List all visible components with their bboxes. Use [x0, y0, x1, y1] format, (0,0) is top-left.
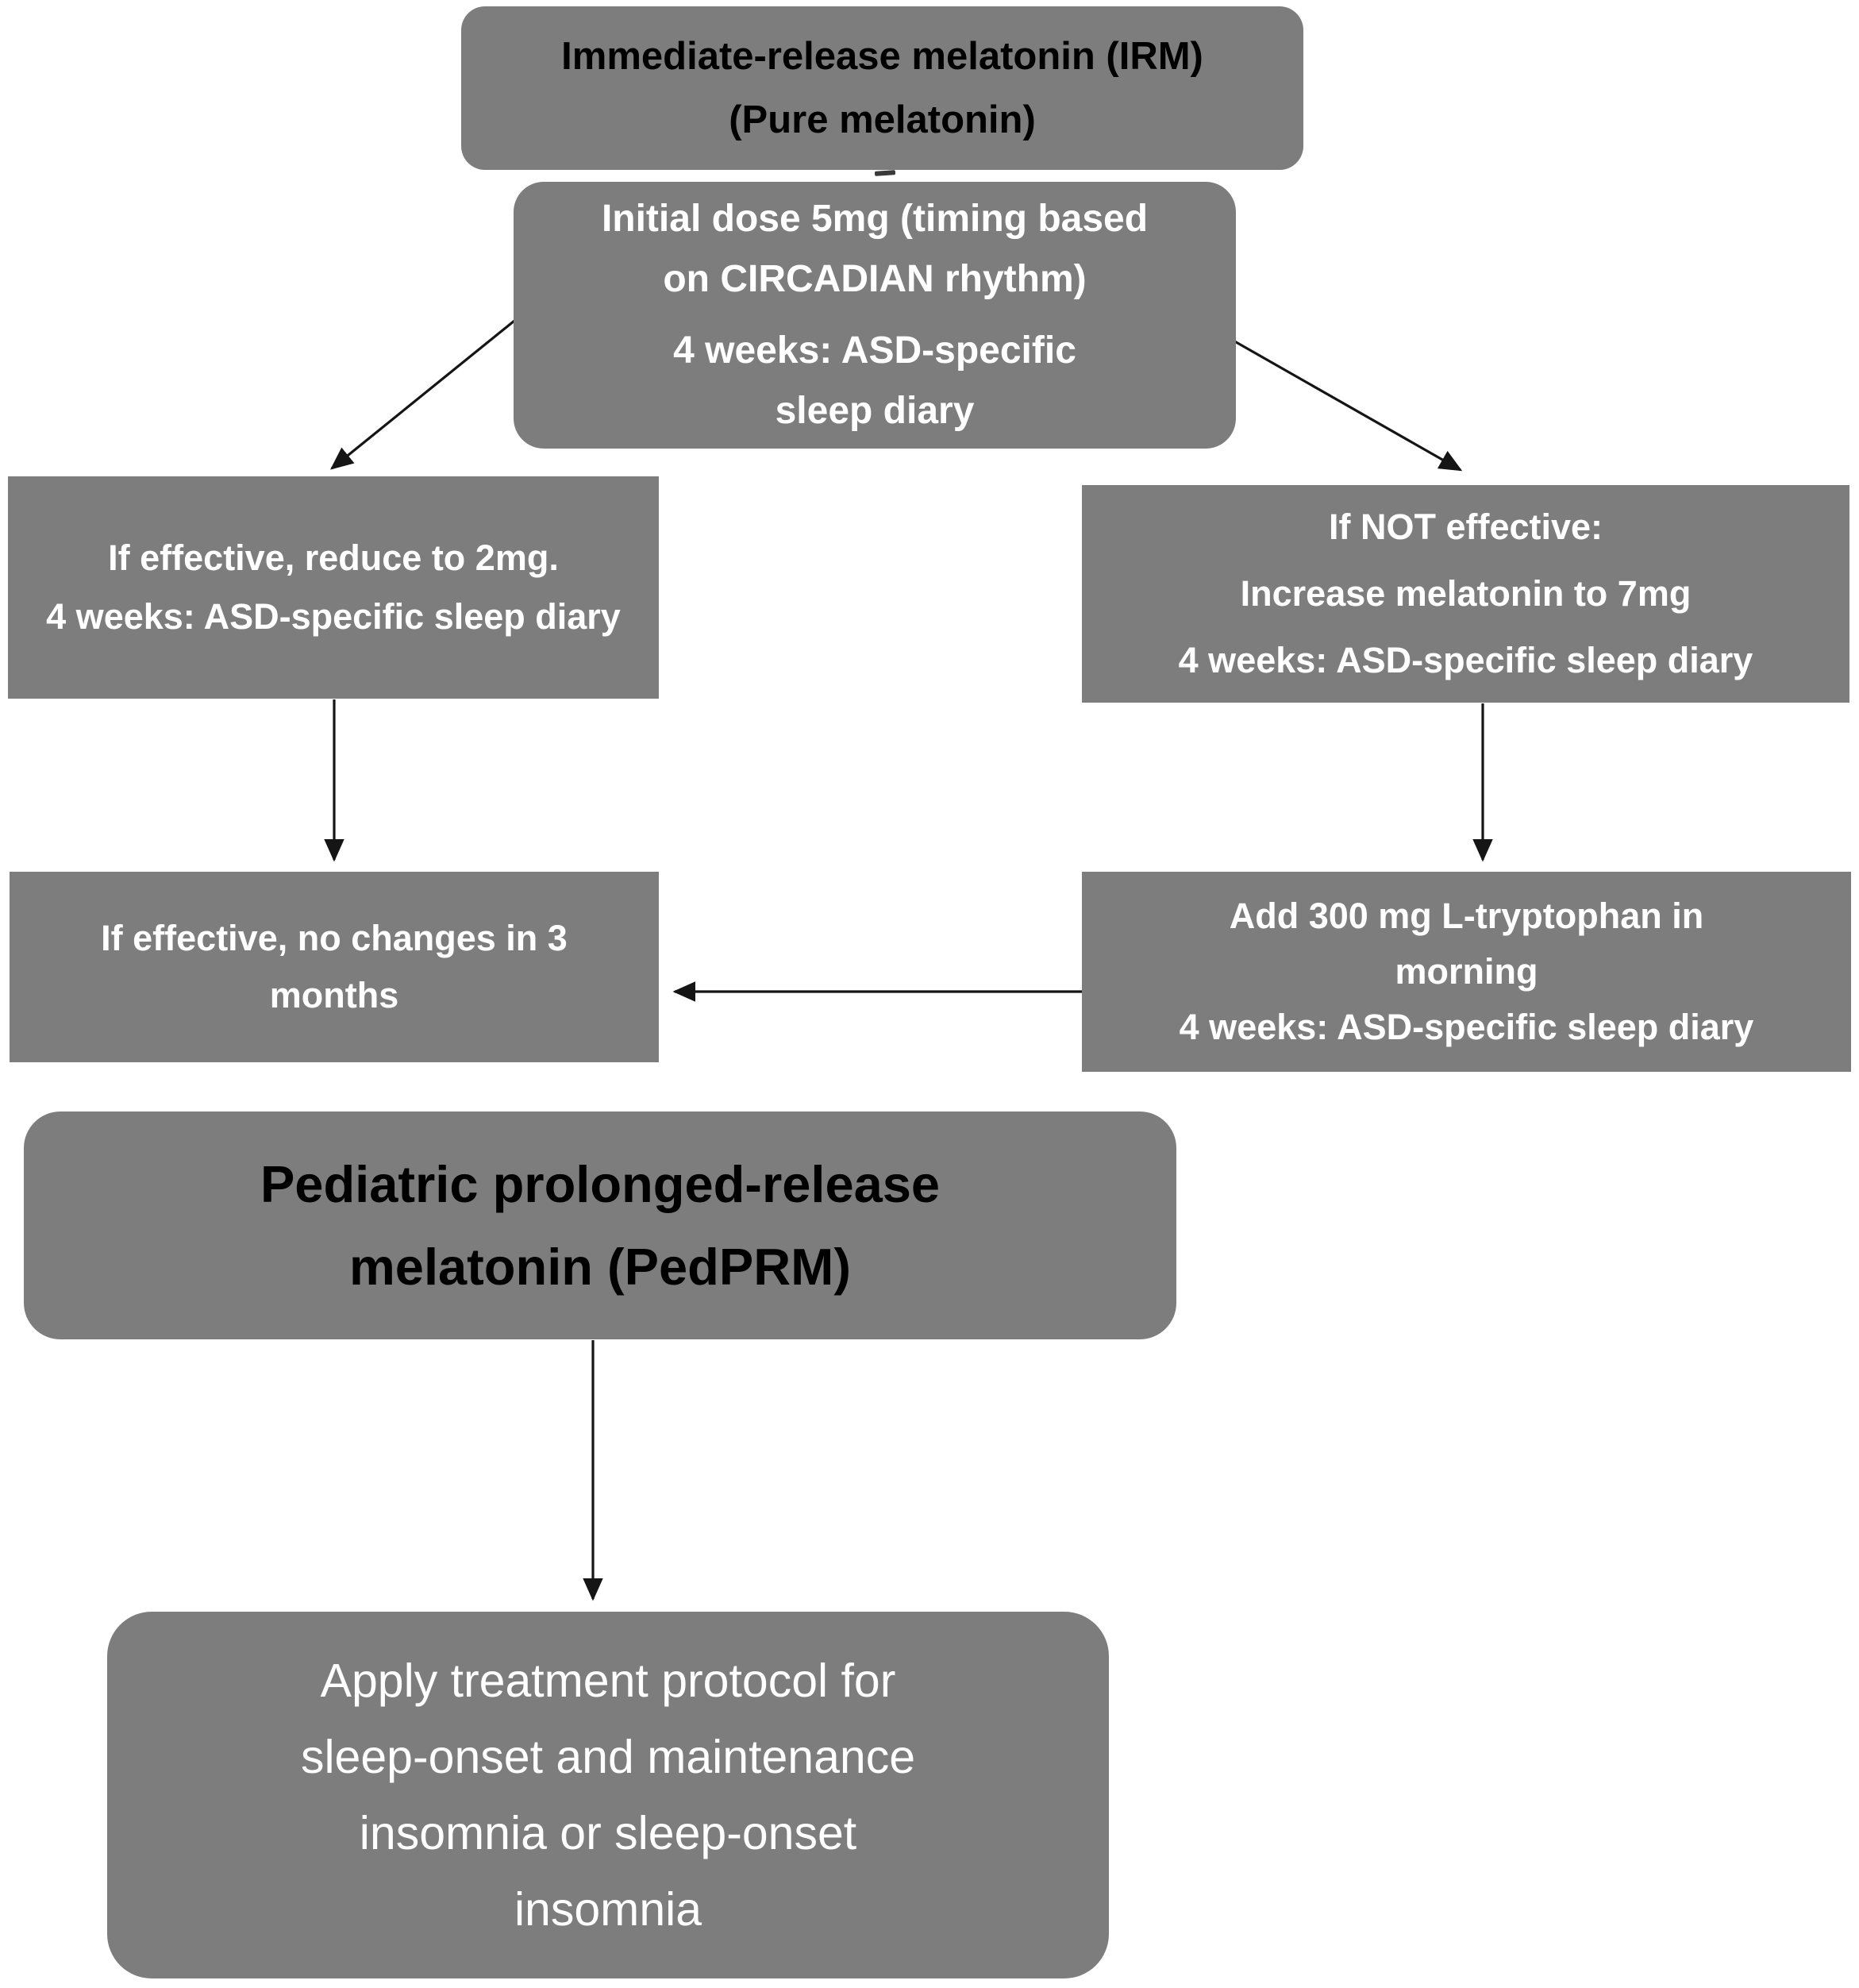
node-pediatric-prolonged-release: Pediatric prolonged-release melatonin (P… [24, 1112, 1176, 1339]
node-text-line: (Pure melatonin) [729, 98, 1036, 141]
node-text-line: on CIRCADIAN rhythm) [663, 258, 1087, 300]
node-text-line: 4 weeks: ASD-specific sleep diary [46, 596, 621, 637]
node-text-line: insomnia [514, 1883, 702, 1936]
node-text-line: If effective, reduce to 2mg. [108, 537, 559, 578]
node-text-line: sleep-onset and maintenance [300, 1731, 916, 1783]
node-paragraph: Initial dose 5mg (timing based on CIRCAD… [602, 189, 1148, 310]
node-immediate-release-melatonin: Immediate-release melatonin (IRM) (Pure … [461, 6, 1303, 170]
node-text-line: Apply treatment protocol for [320, 1655, 896, 1707]
connector-notch [874, 170, 896, 176]
node-effective-reduce-2mg: If effective, reduce to 2mg. 4 weeks: AS… [8, 476, 659, 699]
node-text-line: Initial dose 5mg (timing based [601, 198, 1149, 240]
node-initial-dose: Initial dose 5mg (timing based on CIRCAD… [514, 182, 1236, 449]
node-text-line: months [269, 975, 399, 1015]
node-text-line: 4 weeks: ASD-specific sleep diary [1179, 1007, 1754, 1047]
node-text-line: 4 weeks: ASD-specific sleep diary [1178, 640, 1753, 680]
node-text-line: 4 weeks: ASD-specific [673, 329, 1076, 372]
node-paragraph: 4 weeks: ASD-specific sleep diary [673, 321, 1076, 441]
node-add-l-tryptophan: Add 300 mg L-tryptophan in morning 4 wee… [1082, 872, 1851, 1072]
node-text-line: If NOT effective: [1328, 507, 1603, 547]
node-text-line: Increase melatonin to 7mg [1240, 573, 1692, 614]
arrow-initial-to-effective [330, 319, 516, 470]
node-text-line: insomnia or sleep-onset [359, 1807, 857, 1859]
node-effective-no-changes: If effective, no changes in 3 months [10, 872, 659, 1062]
node-text-line: Pediatric prolonged-release [260, 1154, 941, 1213]
arrow-initial-to-not-effective [1231, 338, 1463, 472]
node-text-line: morning [1395, 951, 1538, 992]
node-text-line: If effective, no changes in 3 [101, 918, 568, 958]
node-text-line: sleep diary [775, 390, 975, 432]
node-text-line: melatonin (PedPRM) [349, 1237, 851, 1296]
node-not-effective-increase-7mg: If NOT effective: Increase melatonin to … [1082, 485, 1849, 703]
node-text-line: Immediate-release melatonin (IRM) [561, 35, 1203, 78]
node-apply-treatment-protocol: Apply treatment protocol for sleep-onset… [107, 1612, 1109, 1978]
node-text-line: Add 300 mg L-tryptophan in [1229, 896, 1704, 936]
